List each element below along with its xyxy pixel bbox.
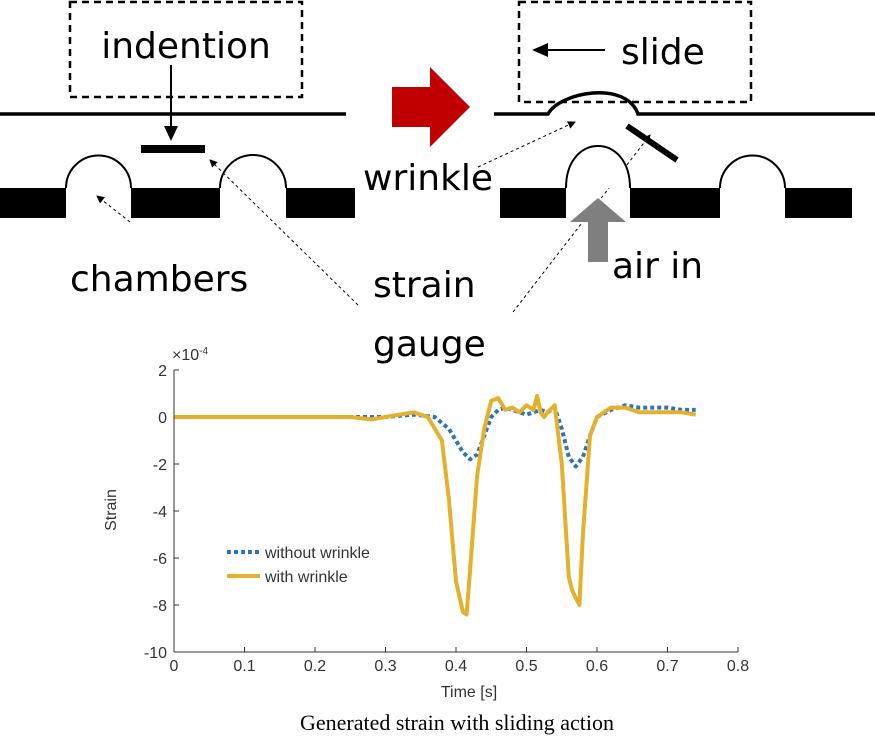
series-line-without-wrinkle — [174, 403, 696, 469]
label-air-in: air in — [612, 246, 703, 287]
x-tick-label: 0.2 — [304, 658, 326, 675]
x-axis-label: Time [s] — [441, 684, 497, 701]
transition-arrow — [392, 67, 470, 147]
label-gauge: gauge — [373, 324, 486, 365]
strain-gauge-right — [625, 123, 679, 163]
y-tick-label: -6 — [153, 551, 167, 568]
indenter-box — [68, 0, 304, 99]
series-layer — [174, 393, 697, 617]
y-tick-label: -4 — [153, 504, 167, 521]
chambers-pointer — [96, 195, 131, 223]
x-tick-label: 0 — [170, 658, 179, 675]
y-exponent: ×10-4 — [172, 346, 208, 364]
y-tick-label: 2 — [158, 363, 167, 380]
x-axis-ticks: 0 0.1 0.2 0.3 0.4 0.5 0.6 0.7 0.8 — [170, 647, 749, 675]
chamber-base-left — [0, 188, 355, 218]
gauge-pointer-right — [512, 134, 651, 313]
chamber-dome-left-2 — [219, 154, 287, 189]
y-tick-label: -10 — [144, 645, 167, 662]
legend: without wrinkle with wrinkle — [227, 545, 370, 586]
legend-label-with-wrinkle: with wrinkle — [264, 569, 348, 586]
label-indention: indention — [101, 26, 271, 67]
right-diagram: slide air in wrinkle — [363, 0, 875, 287]
label-wrinkle: wrinkle — [363, 158, 493, 199]
label-chambers: chambers — [70, 259, 248, 300]
slide-arrow-head — [532, 43, 548, 57]
chamber-dome-left-1 — [65, 154, 132, 189]
strain-gauge-left — [141, 145, 205, 153]
y-axis-label: Strain — [103, 489, 120, 531]
gauge-pointer-left — [209, 159, 359, 306]
slider-box — [517, 0, 753, 104]
series-line-with-wrinkle — [174, 393, 697, 617]
air-in-arrow — [570, 198, 626, 262]
wrinkled-membrane — [494, 91, 875, 116]
y-tick-label: 0 — [158, 410, 167, 427]
chamber-base-right — [500, 188, 852, 218]
indention-arrow-head — [164, 126, 178, 141]
x-tick-label: 0.8 — [727, 658, 749, 675]
legend-label-without-wrinkle: without wrinkle — [264, 545, 370, 562]
y-tick-label: -2 — [153, 457, 167, 474]
y-axis-ticks: 2 0 -2 -4 -6 -8 -10 — [144, 363, 179, 662]
x-tick-label: 0.5 — [515, 658, 537, 675]
figure-caption: Generated strain with sliding action — [300, 710, 614, 735]
left-diagram: indention chambers — [0, 0, 355, 300]
y-tick-label: -8 — [153, 598, 167, 615]
label-slide: slide — [621, 32, 705, 73]
label-strain: strain — [373, 265, 476, 306]
x-tick-label: 0.3 — [374, 658, 396, 675]
chamber-dome-right-inflated — [565, 145, 631, 189]
x-tick-label: 0.1 — [233, 658, 255, 675]
x-tick-label: 0.6 — [586, 658, 608, 675]
chamber-dome-right-2 — [719, 154, 786, 189]
x-tick-label: 0.4 — [445, 658, 467, 675]
x-tick-label: 0.7 — [656, 658, 678, 675]
